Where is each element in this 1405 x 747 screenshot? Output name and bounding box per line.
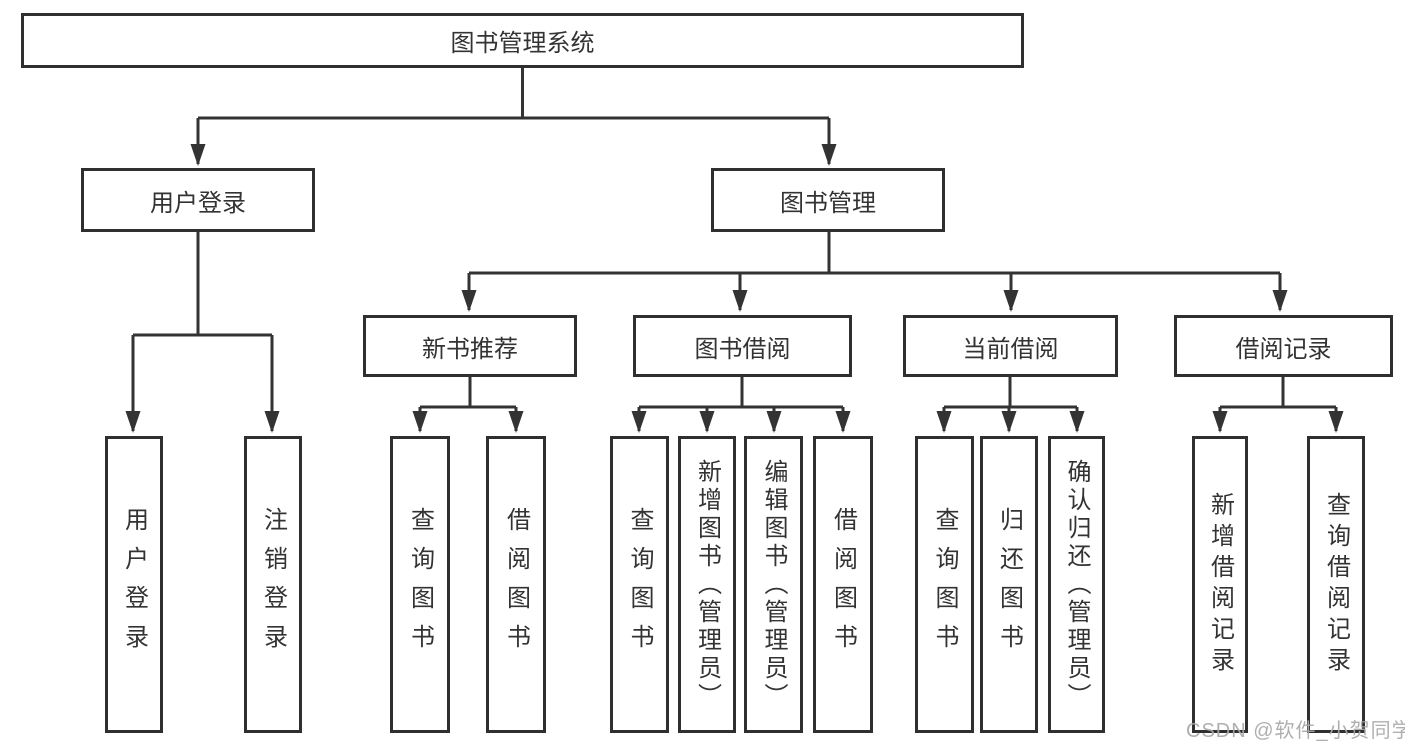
node-book-borrowing-label: 图书借阅 — [694, 335, 791, 363]
leaf-borrow-books-borrowing: 借阅图书 — [813, 436, 873, 733]
node-new-book-recommendation: 新书推荐 — [363, 315, 577, 377]
node-borrowing-records-label: 借阅记录 — [1235, 335, 1332, 363]
leaf-query-books-current-label: 查询图书 — [931, 506, 958, 663]
branch-book-management: 图书管理 — [711, 168, 945, 232]
leaf-user-login-label: 用户登录 — [120, 506, 148, 663]
leaf-borrow-books-recommend-label: 借阅图书 — [502, 506, 530, 663]
leaf-return-books-label: 归还图书 — [995, 506, 1023, 663]
watermark-text: CSDN @软件_小贺同学 — [1186, 720, 1405, 742]
branch-user-login-label: 用户登录 — [150, 189, 246, 217]
leaf-query-books-borrowing-label: 查询图书 — [626, 506, 653, 663]
node-borrowing-records: 借阅记录 — [1174, 315, 1393, 377]
leaf-query-borrow-record: 查询借阅记录 — [1307, 436, 1365, 733]
node-current-borrowing-label: 当前借阅 — [962, 335, 1059, 363]
leaf-add-borrow-record: 新增借阅记录 — [1192, 436, 1248, 733]
leaf-query-books-borrowing: 查询图书 — [610, 436, 669, 733]
leaf-query-books-current: 查询图书 — [915, 436, 974, 733]
leaf-query-borrow-record-label: 查询借阅记录 — [1322, 491, 1350, 678]
leaf-edit-book-admin: 编辑图书（管理员） — [744, 436, 803, 733]
node-current-borrowing: 当前借阅 — [903, 315, 1118, 377]
leaf-borrow-books-borrowing-label: 借阅图书 — [829, 506, 857, 663]
branch-book-management-label: 图书管理 — [780, 189, 876, 217]
leaf-query-books-recommend: 查询图书 — [390, 436, 450, 733]
leaf-borrow-books-recommend: 借阅图书 — [486, 436, 546, 733]
leaf-confirm-return-admin: 确认归还（管理员） — [1048, 436, 1105, 733]
leaf-add-borrow-record-label: 新增借阅记录 — [1206, 491, 1234, 678]
branch-user-login: 用户登录 — [81, 168, 315, 232]
leaf-add-book-admin: 新增图书（管理员） — [678, 436, 736, 733]
leaf-user-login: 用户登录 — [105, 436, 163, 733]
node-book-borrowing: 图书借阅 — [633, 315, 852, 377]
leaf-logout: 注销登录 — [244, 436, 302, 733]
leaf-return-books: 归还图书 — [980, 436, 1038, 733]
leaf-edit-book-admin-label: 编辑图书（管理员） — [760, 458, 787, 711]
node-new-book-recommendation-label: 新书推荐 — [422, 335, 518, 363]
node-root: 图书管理系统 — [21, 13, 1024, 68]
node-root-label: 图书管理系统 — [450, 30, 595, 57]
leaf-logout-label: 注销登录 — [259, 506, 287, 663]
leaf-query-books-recommend-label: 查询图书 — [406, 506, 434, 663]
leaf-confirm-return-admin-label: 确认归还（管理员） — [1063, 458, 1090, 711]
leaf-add-book-admin-label: 新增图书（管理员） — [693, 458, 721, 711]
